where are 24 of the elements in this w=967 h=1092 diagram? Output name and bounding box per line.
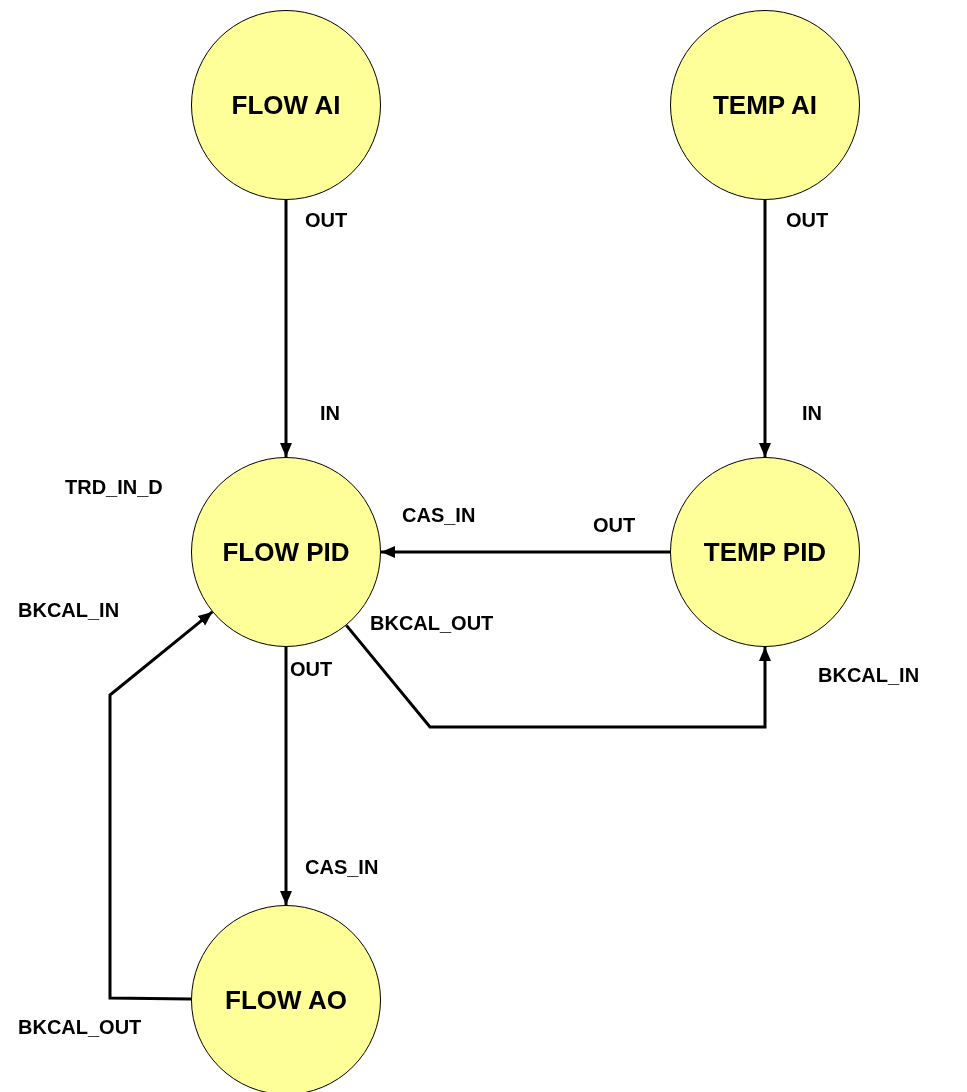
port-label: OUT — [305, 210, 348, 230]
port-label: TRD_IN_D — [65, 477, 163, 497]
arrow — [759, 200, 771, 457]
block-name: FLOW AO — [225, 984, 347, 1016]
port-label: IN — [320, 403, 340, 423]
port-label: IN — [802, 403, 822, 423]
port-label: OUT — [290, 659, 333, 679]
arrow — [381, 546, 670, 558]
arrow — [280, 200, 292, 457]
port-label: CAS_IN — [305, 857, 379, 877]
port-label: OUT — [593, 515, 636, 535]
port-label: BKCAL_OUT — [370, 613, 494, 633]
port-label: BKCAL_IN — [818, 665, 920, 685]
port-label: BKCAL_OUT — [18, 1017, 142, 1037]
arrow — [345, 624, 771, 729]
arrow — [108, 610, 214, 1001]
port-label: CAS_IN — [402, 505, 476, 525]
block-name: FLOW PID — [222, 536, 350, 568]
block-name: TEMP AI — [713, 89, 817, 121]
block-name: TEMP PID — [703, 536, 827, 568]
port-label: BKCAL_IN — [18, 600, 120, 620]
block-name: FLOW AI — [231, 89, 341, 121]
port-label: OUT — [786, 210, 829, 230]
arrow — [280, 647, 292, 905]
